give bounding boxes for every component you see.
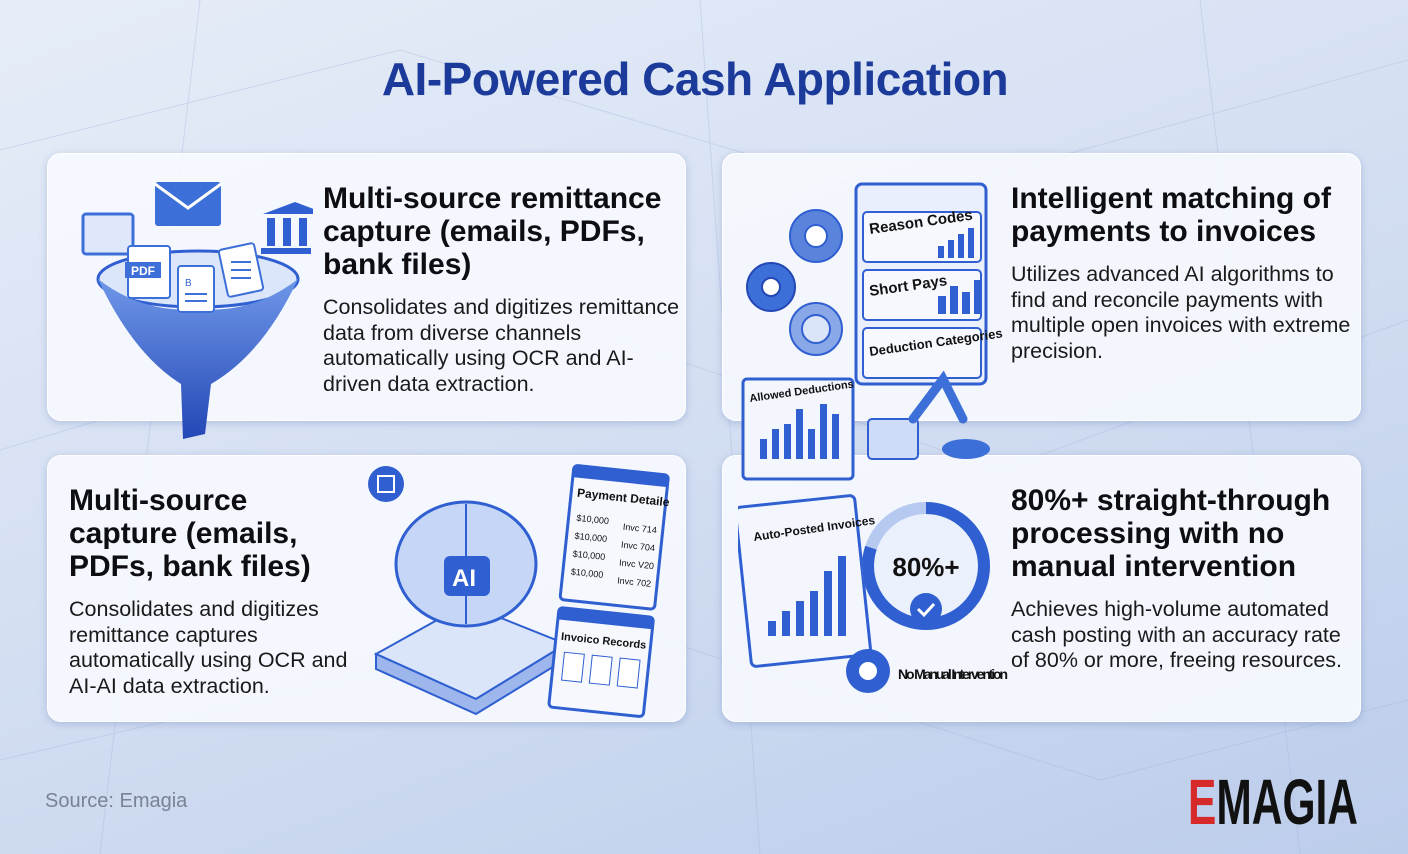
card-straight-through-processing: Auto-Posted Invoices 80%+ No Manual Inte…: [722, 455, 1361, 722]
gear-icon: [789, 302, 843, 356]
card-heading: Intelligent matching of payments to invo…: [1011, 182, 1331, 248]
svg-text:B: B: [185, 278, 192, 289]
svg-text:$10,000: $10,000: [576, 513, 609, 526]
svg-text:Invc 702: Invc 702: [617, 575, 652, 589]
no-manual-label: No Manual Intervention: [898, 666, 1008, 682]
chip-icon: [368, 466, 404, 502]
ai-chip-label: AI: [452, 565, 476, 592]
bank-icon: [261, 202, 313, 254]
svg-text:Invc 704: Invc 704: [620, 540, 655, 554]
card-heading: 80%+ straight-through processing with no…: [1011, 484, 1331, 583]
card-remittance-capture: PDF B Multi-source remittance capture (e…: [47, 153, 686, 439]
svg-text:$10,000: $10,000: [572, 549, 605, 562]
robot-arm-icon: [867, 370, 990, 460]
svg-text:EMAGIA: EMAGIA: [1188, 766, 1358, 832]
envelope-open-icon: [81, 212, 135, 256]
document-icon: [217, 242, 265, 298]
svg-text:PDF: PDF: [131, 264, 155, 278]
pdf-file-icon: PDF: [125, 245, 171, 299]
page-title: AI-Powered Cash Application: [381, 53, 1009, 105]
matching-illustration: Reason Codes Short Pays Deduction Catego…: [741, 182, 1003, 481]
gear-icon: [746, 262, 796, 312]
gear-icon: [846, 649, 890, 693]
check-icon: [910, 593, 942, 625]
svg-text:$10,000: $10,000: [574, 531, 607, 544]
card-heading: Multi-source capture (emails, PDFs, bank…: [69, 484, 311, 583]
card-body: Consolidates and digitizes remittance ca…: [69, 597, 348, 698]
source-caption: Source: Emagia: [45, 790, 188, 812]
stp-illustration: Auto-Posted Invoices 80%+ No Manual Inte…: [738, 494, 1008, 693]
card-body: Utilizes advanced AI algorithms to find …: [1011, 262, 1351, 363]
emagia-logo: EMAGIA: [1188, 766, 1358, 832]
gauge-value: 80%+: [892, 552, 959, 582]
card-intelligent-matching: Reason Codes Short Pays Deduction Catego…: [722, 153, 1361, 481]
svg-text:Invc 714: Invc 714: [622, 522, 657, 536]
envelope-icon: [154, 182, 222, 226]
svg-text:$10,000: $10,000: [570, 567, 603, 580]
gear-icon: [789, 209, 843, 263]
card-multi-source-capture: Multi-source capture (emails, PDFs, bank…: [47, 455, 686, 722]
card-body: Achieves high-volume automated cash post…: [1011, 597, 1343, 672]
card-heading: Multi-source remittance capture (emails,…: [323, 182, 662, 281]
document-icon: B: [177, 265, 215, 313]
card-body: Consolidates and digitizes remittance da…: [323, 295, 680, 396]
funnel-illustration: PDF B: [81, 182, 313, 439]
svg-text:Invc V20: Invc V20: [619, 558, 655, 572]
